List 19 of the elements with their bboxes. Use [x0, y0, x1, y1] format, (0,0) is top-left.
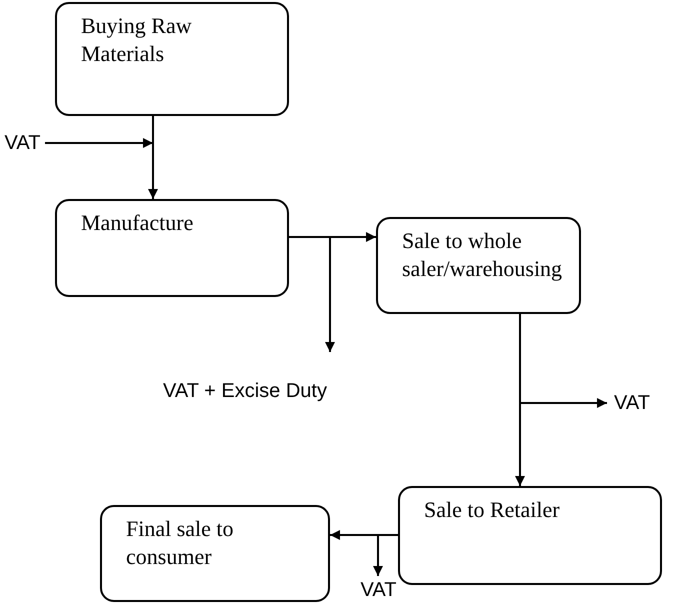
- process-box: [100, 505, 330, 602]
- box-text: Sale to Retailer: [424, 496, 561, 524]
- box-text: Sale to whole saler/warehousing: [402, 227, 564, 283]
- box-text: Buying Raw Materials: [81, 12, 193, 68]
- tax-label: VAT: [607, 389, 657, 417]
- box-text: Final sale to consumer: [126, 515, 235, 571]
- arrow: [373, 534, 398, 576]
- process-box: [376, 217, 581, 314]
- tax-label: VAT: [356, 576, 401, 604]
- arrow: [45, 138, 153, 148]
- process-box: [398, 486, 662, 585]
- arrow: [148, 116, 158, 199]
- arrow: [519, 314, 607, 408]
- tax-label: VAT + Excise Duty: [145, 352, 345, 404]
- arrow: [289, 236, 335, 352]
- process-box: [55, 199, 289, 297]
- tax-label: VAT: [0, 129, 45, 157]
- process-box: [55, 2, 289, 116]
- box-text: Manufacture: [81, 209, 194, 237]
